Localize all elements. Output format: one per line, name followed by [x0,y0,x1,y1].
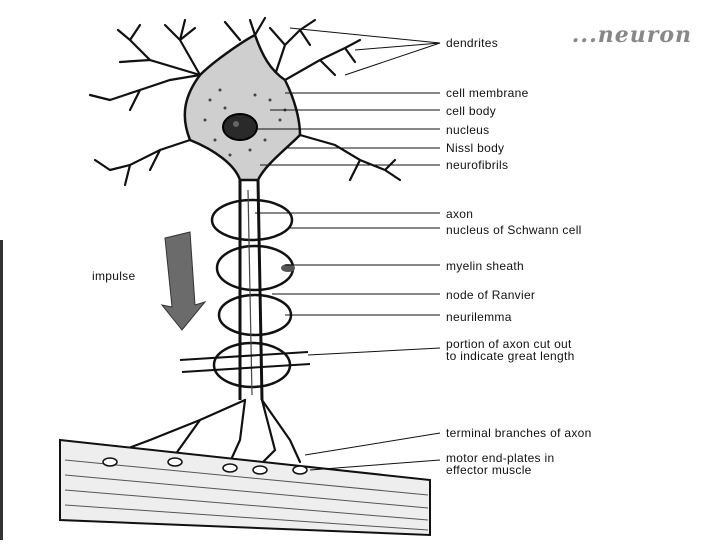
schwann-nucleus [281,264,295,272]
label-neurofibrils: neurofibrils [446,158,509,172]
label-motor-end-1: motor end-plates in [446,451,555,465]
label-terminal-branches: terminal branches of axon [446,426,592,440]
cell-body-shape [183,33,302,182]
scan-edge [0,240,3,540]
label-portion-axon-1: portion of axon cut out [446,337,572,351]
myelin-segments [210,198,295,389]
nucleolus [233,121,239,127]
leader-lines [255,27,441,471]
muscle-shape [59,438,431,537]
impulse-arrow-icon [160,231,207,331]
label-nucleus: nucleus [446,123,490,137]
label-cell-membrane: cell membrane [446,86,529,100]
cut-line-1 [179,351,309,361]
label-portion-axon-2: to indicate great length [446,349,575,363]
label-node-ranvier: node of Ranvier [446,288,536,302]
label-nucleus-schwann: nucleus of Schwann cell [446,223,582,237]
label-dendrites: dendrites [446,36,499,50]
nucleus-shape [222,113,258,141]
nissl-dots [203,88,287,157]
dendrites-branches [88,16,402,187]
label-neurilemma: neurilemma [446,310,512,324]
axon-shape [238,179,264,401]
label-impulse: impulse [92,269,136,283]
label-motor-end-2: effector muscle [446,463,532,477]
page-title: ...neuron [571,22,692,48]
label-axon: axon [446,207,474,221]
label-cell-body: cell body [446,104,497,118]
muscle-striations [64,459,429,531]
label-nissl-body: Nissl body [446,141,505,155]
end-plates-shape [102,457,308,475]
label-myelin-sheath: myelin sheath [446,259,524,273]
cut-line-2 [181,363,311,373]
